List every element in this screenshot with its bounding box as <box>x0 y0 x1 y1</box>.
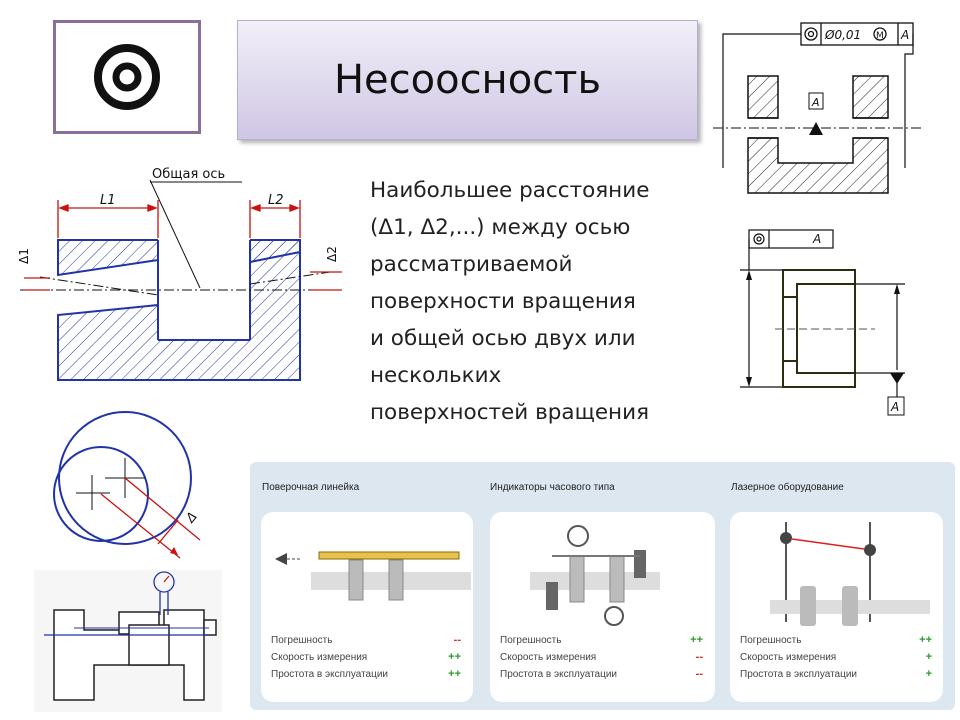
bushing-tolerance-drawing: A A <box>740 229 905 416</box>
method-title: Поверочная линейка <box>262 482 360 493</box>
method-card-laser: Погрешность ++ Скорость измерения + Просто… <box>730 512 943 702</box>
criterion-row: Скорость измерения + <box>740 649 932 666</box>
coaxiality-section-drawing: Общая ось L1 L2 Δ1 Δ2 <box>17 167 342 381</box>
eccentric-circles-drawing: Δ <box>53 411 201 559</box>
slide-title: Несоосность <box>333 57 602 103</box>
method-title: Лазерное оборудование <box>731 482 844 493</box>
criterion-row: Простота в эксплуатации + <box>740 666 932 683</box>
machine-indicator-drawing <box>34 570 222 712</box>
tolerance-value: Ø0,01 <box>824 28 861 42</box>
criterion-rating: ++ <box>448 651 461 663</box>
datum-ref: A <box>900 28 909 42</box>
concentricity-symbol-box <box>53 20 201 134</box>
housing-tolerance-drawing: Ø0,01 M A A <box>713 22 923 194</box>
common-axis-label: Общая ось <box>152 167 225 182</box>
criterion-rating: + <box>925 668 932 680</box>
definition-line: поверхности вращения <box>370 289 636 314</box>
criterion-rating: ++ <box>690 634 703 646</box>
criterion-rating: ++ <box>448 668 461 680</box>
definition-line: поверхностей вращения <box>370 400 650 425</box>
method-card-dial: Погрешность ++ Скорость измерения -- Прост… <box>490 512 715 702</box>
criterion-rating: -- <box>695 651 703 663</box>
l1-label: L1 <box>100 193 116 208</box>
definition-line: рассматриваемой <box>370 252 573 277</box>
criterion-label: Простота в эксплуатации <box>271 669 389 680</box>
ruler-illustration <box>275 551 471 601</box>
delta2-label: Δ2 <box>325 246 339 262</box>
criterion-label: Скорость измерения <box>740 652 837 663</box>
criterion-rating: -- <box>453 634 461 646</box>
method-card-ruler: Погрешность -- Скорость измерения ++ Прост… <box>261 512 473 702</box>
definition-line: (Δ1, Δ2,...) между осью <box>370 215 631 240</box>
definition-line: Наибольшее расстояние <box>370 178 650 203</box>
concentricity-symbol-icon <box>94 44 160 110</box>
criterion-row: Простота в эксплуатации ++ <box>271 666 461 683</box>
definition-text: Наибольшее расстояние (Δ1, Δ2,...) между… <box>370 172 710 431</box>
criterion-label: Простота в эксплуатации <box>500 669 618 680</box>
definition-line: и общей осью двух или <box>370 326 636 351</box>
definition-line: нескольких <box>370 363 502 388</box>
criterion-label: Скорость измерения <box>500 652 597 663</box>
criterion-row: Скорость измерения ++ <box>271 649 461 666</box>
criterion-row: Погрешность ++ <box>740 632 932 649</box>
delta-label: Δ <box>183 509 201 526</box>
laser-illustration <box>770 522 930 626</box>
criterion-rating: + <box>925 651 932 663</box>
datum-box-label: A <box>890 400 899 414</box>
criterion-label: Погрешность <box>740 635 802 646</box>
criterion-rating: ++ <box>919 634 932 646</box>
dial-indicator-illustration <box>530 525 660 626</box>
method-title: Индикаторы часового типа <box>490 482 615 493</box>
criterion-label: Погрешность <box>271 635 333 646</box>
delta1-label: Δ1 <box>17 248 31 264</box>
criterion-label: Простота в эксплуатации <box>740 669 858 680</box>
measurement-methods-panel: Поверочная линейка Погрешность -- Скорост… <box>250 462 955 710</box>
criterion-label: Скорость измерения <box>271 652 368 663</box>
criterion-row: Погрешность -- <box>271 632 461 649</box>
datum-ref: A <box>812 232 821 246</box>
criterion-row: Простота в эксплуатации -- <box>500 666 703 683</box>
criterion-row: Скорость измерения -- <box>500 649 703 666</box>
l2-label: L2 <box>268 193 284 208</box>
material-modifier: M <box>876 31 884 41</box>
criterion-label: Погрешность <box>500 635 562 646</box>
criterion-row: Погрешность ++ <box>500 632 703 649</box>
title-box: Несоосность <box>237 20 698 140</box>
datum-box-label: A <box>811 96 820 109</box>
criterion-rating: -- <box>695 668 703 680</box>
